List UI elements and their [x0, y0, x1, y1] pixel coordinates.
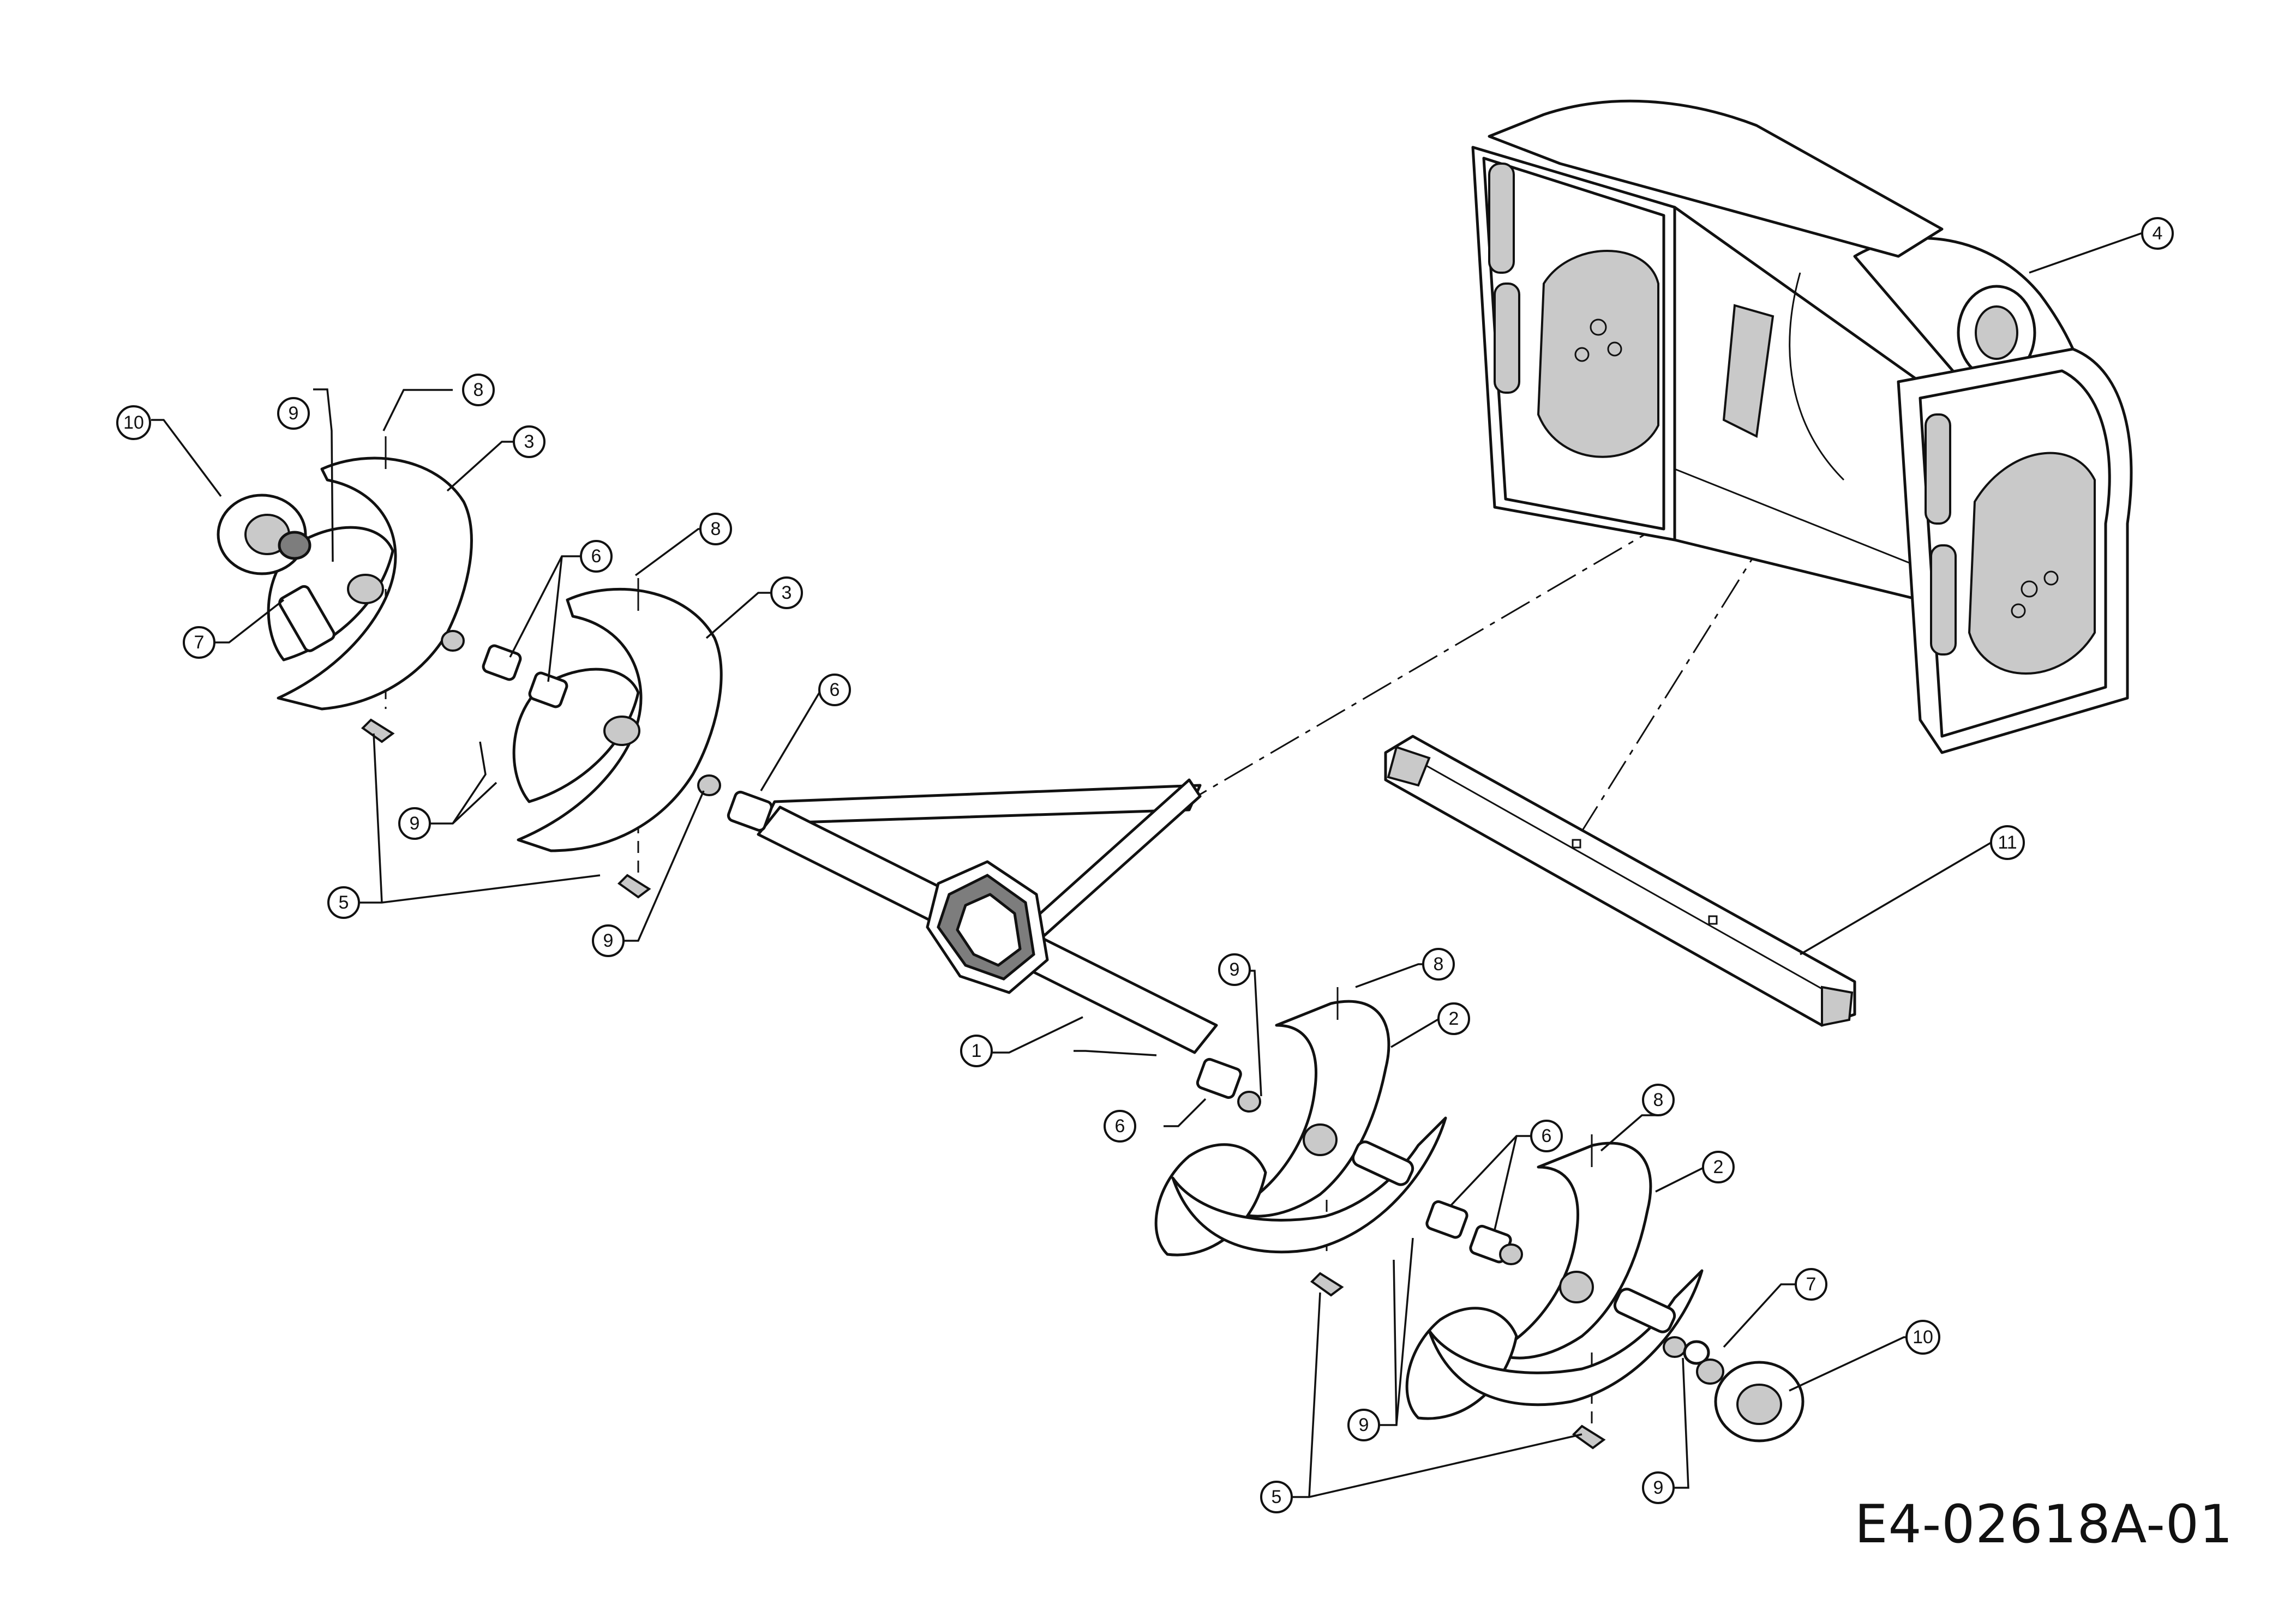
callout-8b: 8: [699, 513, 732, 545]
svg-text:5: 5: [339, 892, 349, 913]
callout-9d: 9: [1218, 953, 1251, 986]
svg-text:2: 2: [1713, 1157, 1724, 1177]
auger-flight-left-outer: [267, 456, 473, 711]
auger-flight-left-inner: [512, 587, 723, 852]
svg-text:9: 9: [603, 930, 614, 951]
svg-text:9: 9: [410, 813, 420, 834]
svg-text:6: 6: [830, 680, 840, 700]
callout-8d: 8: [1642, 1084, 1675, 1116]
svg-text:9: 9: [1230, 959, 1240, 980]
svg-text:1: 1: [972, 1041, 982, 1061]
callout-11: 11: [1990, 825, 2025, 860]
callout-9f: 9: [1642, 1471, 1675, 1504]
svg-text:7: 7: [1806, 1274, 1817, 1295]
svg-text:6: 6: [591, 546, 602, 567]
svg-text:3: 3: [782, 582, 792, 603]
callout-7a: 7: [183, 626, 215, 659]
svg-text:10: 10: [1913, 1327, 1933, 1348]
svg-text:9: 9: [1653, 1477, 1664, 1498]
callout-5b: 5: [1260, 1481, 1293, 1513]
callout-9c: 9: [592, 924, 625, 957]
callouts: 1 2 2 3 3 4 5 5 6 6 6 6 7 7 8 8 8 8 9 9 …: [116, 217, 2174, 1513]
bushings-upper: [441, 630, 773, 832]
svg-text:8: 8: [473, 380, 484, 400]
auger-flight-right-outer: [1405, 1141, 1704, 1420]
bushings-lower: [1196, 1057, 1687, 1358]
svg-text:11: 11: [1998, 832, 2017, 853]
callout-2b: 2: [1702, 1151, 1735, 1183]
svg-text:9: 9: [1359, 1415, 1369, 1435]
callout-6d: 6: [1530, 1120, 1563, 1152]
callout-9a: 9: [277, 397, 310, 430]
svg-text:5: 5: [1272, 1487, 1282, 1507]
callout-3b: 3: [770, 576, 803, 609]
callout-9e: 9: [1347, 1409, 1380, 1441]
callout-5a: 5: [327, 886, 360, 919]
callout-9b: 9: [398, 807, 431, 840]
svg-text:6: 6: [1542, 1126, 1552, 1146]
callout-3a: 3: [513, 425, 545, 458]
callout-6b: 6: [818, 674, 851, 706]
callout-8a: 8: [462, 374, 495, 406]
svg-text:2: 2: [1449, 1008, 1459, 1029]
svg-text:7: 7: [194, 632, 205, 653]
callout-4: 4: [2141, 217, 2174, 250]
svg-text:4: 4: [2153, 223, 2163, 244]
callout-6c: 6: [1104, 1110, 1136, 1143]
callout-1: 1: [960, 1035, 993, 1067]
drawing-id: E4-02618A-01: [1854, 1494, 2233, 1555]
auger-flight-right-inner: [1154, 1000, 1447, 1257]
brace-bar: [1384, 735, 1856, 1027]
auger-shaft: [757, 778, 1218, 1054]
bearing-cap-left: [217, 494, 311, 575]
svg-text:9: 9: [289, 403, 299, 424]
svg-text:10: 10: [123, 412, 144, 433]
callout-6a: 6: [580, 540, 613, 573]
pins-and-clips: [361, 436, 1606, 1450]
svg-text:8: 8: [711, 519, 721, 539]
svg-text:8: 8: [1653, 1090, 1664, 1110]
callout-7b: 7: [1795, 1268, 1827, 1301]
callout-10b: 10: [1905, 1320, 1940, 1355]
callout-8c: 8: [1422, 948, 1455, 981]
bearing-cap-right: [1683, 1340, 1805, 1442]
callout-2a: 2: [1437, 1002, 1470, 1035]
callout-10a: 10: [116, 405, 151, 440]
auger-housing: [1471, 99, 2133, 754]
svg-text:3: 3: [524, 431, 535, 452]
svg-text:8: 8: [1434, 954, 1444, 975]
svg-text:6: 6: [1115, 1116, 1125, 1137]
